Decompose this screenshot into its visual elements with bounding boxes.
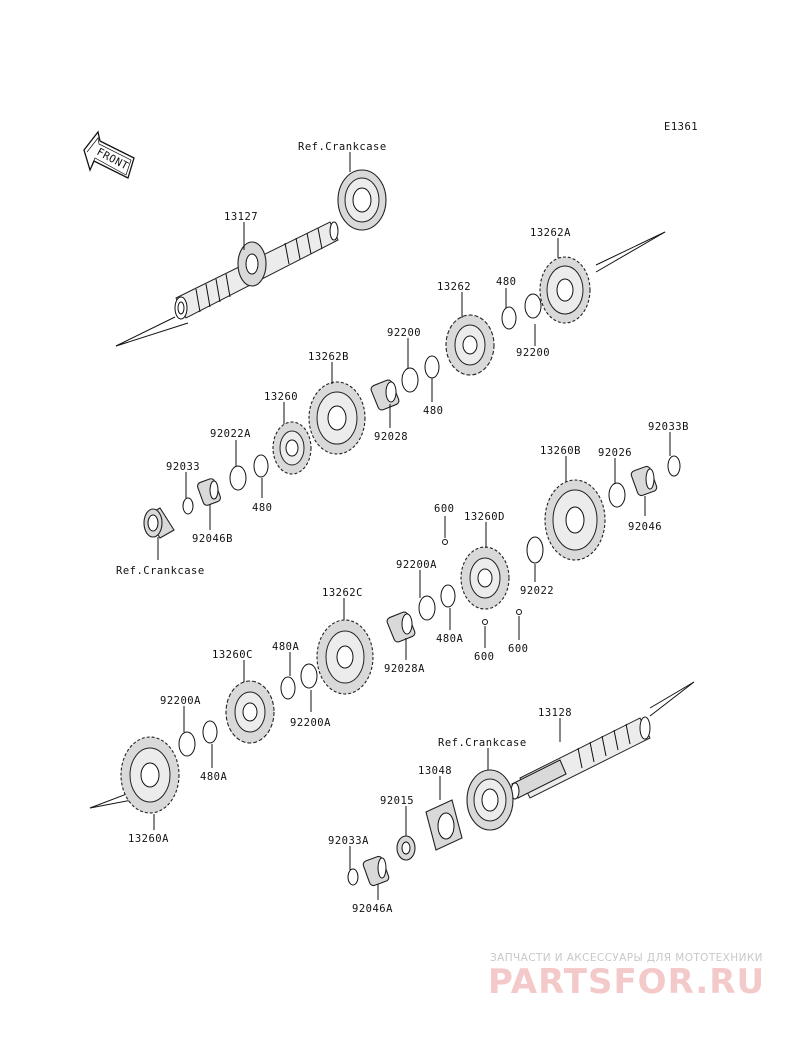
label-480A-a: 480A <box>436 633 463 645</box>
leader-lines <box>153 152 671 900</box>
label-13260B: 13260B <box>540 445 581 457</box>
label-92033A: 92033A <box>328 835 369 847</box>
label-13262: 13262 <box>437 281 471 293</box>
label-13262C: 13262C <box>322 587 363 599</box>
label-13260: 13260 <box>264 391 298 403</box>
label-600-c: 600 <box>508 643 528 655</box>
front-arrow-icon: FRONT <box>83 130 135 179</box>
label-92200A-b: 92200A <box>290 717 331 729</box>
output-shaft-13128 <box>510 681 695 800</box>
gear-13260C <box>225 680 275 744</box>
part-labels: Ref.Crankcase 13127 13262A 480 13262 922… <box>116 141 689 915</box>
label-480-a: 480 <box>496 276 516 288</box>
label-13262A: 13262A <box>530 227 571 239</box>
needle-bearing-92028 <box>370 379 400 411</box>
label-ref-crankcase-top: Ref.Crankcase <box>298 141 387 153</box>
label-480A-c: 480A <box>200 771 227 783</box>
label-480A-b: 480A <box>272 641 299 653</box>
watermark-logo: PARTSFOR.RU <box>488 962 766 1002</box>
label-13260C: 13260C <box>212 649 253 661</box>
input-shaft-13127 <box>115 221 339 347</box>
watermark-tagline: ЗАПЧАСТИ И АКСЕССУАРЫ ДЛЯ МОТОТЕХНИКИ <box>490 952 763 964</box>
gear-13260D <box>460 546 510 610</box>
label-480-c: 480 <box>252 502 272 514</box>
label-ref-crankcase-left: Ref.Crankcase <box>116 565 205 577</box>
small-parts-left <box>182 454 269 515</box>
small-parts-bottom <box>347 855 390 887</box>
hub-13048 <box>425 799 463 851</box>
label-480-b: 480 <box>423 405 443 417</box>
label-92026: 92026 <box>598 447 632 459</box>
label-92015: 92015 <box>380 795 414 807</box>
label-600-a: 600 <box>434 503 454 515</box>
label-92033: 92033 <box>166 461 200 473</box>
label-600-b: 600 <box>474 651 494 663</box>
rings-middle <box>418 584 456 621</box>
label-13048: 13048 <box>418 765 452 777</box>
bearing-top <box>337 169 387 231</box>
bearing-bottom <box>466 769 514 831</box>
nut-92015 <box>396 835 416 861</box>
gear-13260B <box>544 479 606 561</box>
rings-lower <box>280 663 318 700</box>
label-13128: 13128 <box>538 707 572 719</box>
label-13260A: 13260A <box>128 833 169 845</box>
label-13127: 13127 <box>224 211 258 223</box>
label-92200A-c: 92200A <box>160 695 201 707</box>
small-parts-right <box>608 455 681 508</box>
gear-13260A <box>89 736 180 814</box>
label-92046B: 92046B <box>192 533 233 545</box>
label-92028: 92028 <box>374 431 408 443</box>
label-92022A: 92022A <box>210 428 251 440</box>
label-92028A: 92028A <box>384 663 425 675</box>
label-ref-crankcase-bottom: Ref.Crankcase <box>438 737 527 749</box>
label-13260D: 13260D <box>464 511 505 523</box>
label-92200A-a: 92200A <box>396 559 437 571</box>
label-92200-b: 92200 <box>516 347 550 359</box>
rings-bottom-left <box>178 720 218 757</box>
gear-13262 <box>445 314 495 376</box>
gear-13260 <box>272 421 312 475</box>
label-92022: 92022 <box>520 585 554 597</box>
diagram-code: E1361 <box>664 121 698 133</box>
bearing-left <box>143 507 175 539</box>
label-92046A: 92046A <box>352 903 393 915</box>
gear-13262C <box>316 619 374 695</box>
label-13262B: 13262B <box>308 351 349 363</box>
gear-13262A <box>539 231 666 324</box>
steel-balls-600 <box>442 539 522 625</box>
washer-92022 <box>526 536 544 564</box>
label-92200-a: 92200 <box>387 327 421 339</box>
gear-13262B <box>308 381 366 455</box>
label-92046: 92046 <box>628 521 662 533</box>
label-92033B: 92033B <box>648 421 689 433</box>
needle-bearing-92028A <box>386 611 416 643</box>
